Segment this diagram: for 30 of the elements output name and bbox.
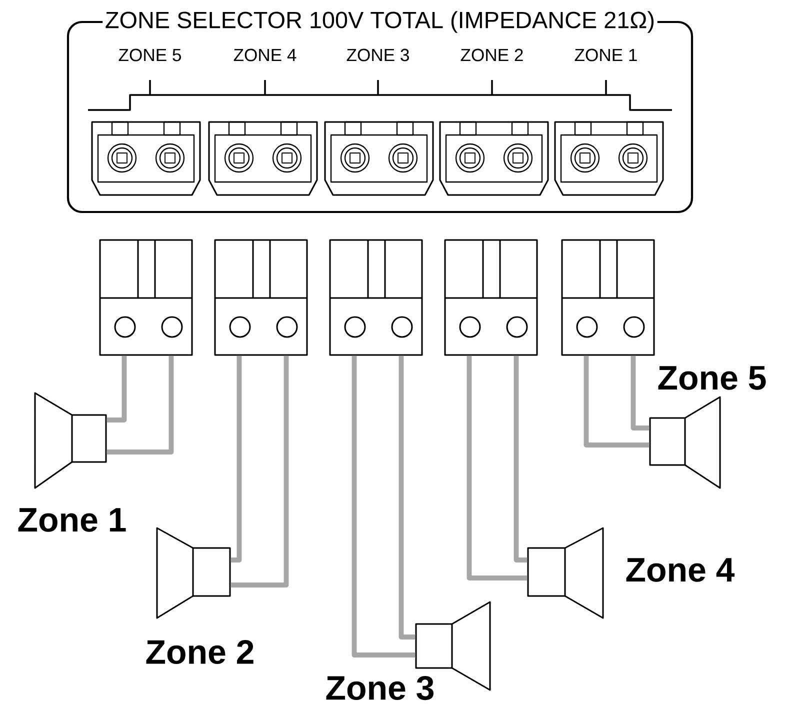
wire xyxy=(584,356,650,448)
zone-label: ZONE 3 xyxy=(346,48,409,62)
zone-label: ZONE 1 xyxy=(574,48,637,62)
speaker-drawing xyxy=(649,396,721,489)
connector-plug xyxy=(99,239,193,356)
connector-plug xyxy=(561,239,655,356)
zone-name: Zone 4 xyxy=(626,558,735,582)
wire xyxy=(106,356,174,454)
zone-label: ZONE 2 xyxy=(460,48,523,62)
wire xyxy=(466,356,528,580)
speaker-drawing xyxy=(34,392,107,489)
zone-name: Zone 5 xyxy=(658,366,766,390)
wire xyxy=(352,356,416,658)
connector-plug xyxy=(444,239,538,356)
speaker-drawing xyxy=(156,527,231,619)
connector-plug xyxy=(214,239,308,356)
speaker-drawing xyxy=(527,527,604,619)
wire xyxy=(230,356,242,562)
wire xyxy=(106,356,127,422)
connector-plug xyxy=(329,239,423,356)
wire xyxy=(398,356,416,640)
panel-title: ZONE SELECTOR 100V TOTAL (IMPEDANCE 21Ω) xyxy=(102,8,658,36)
wire xyxy=(630,356,650,430)
zone-name: Zone 1 xyxy=(18,508,126,532)
zone-label: ZONE 4 xyxy=(234,48,296,62)
zone-name: Zone 2 xyxy=(146,640,254,664)
zone-name: Zone 3 xyxy=(326,676,434,700)
wire xyxy=(514,356,528,562)
zone-label: ZONE 5 xyxy=(118,48,181,62)
wire xyxy=(230,356,289,588)
